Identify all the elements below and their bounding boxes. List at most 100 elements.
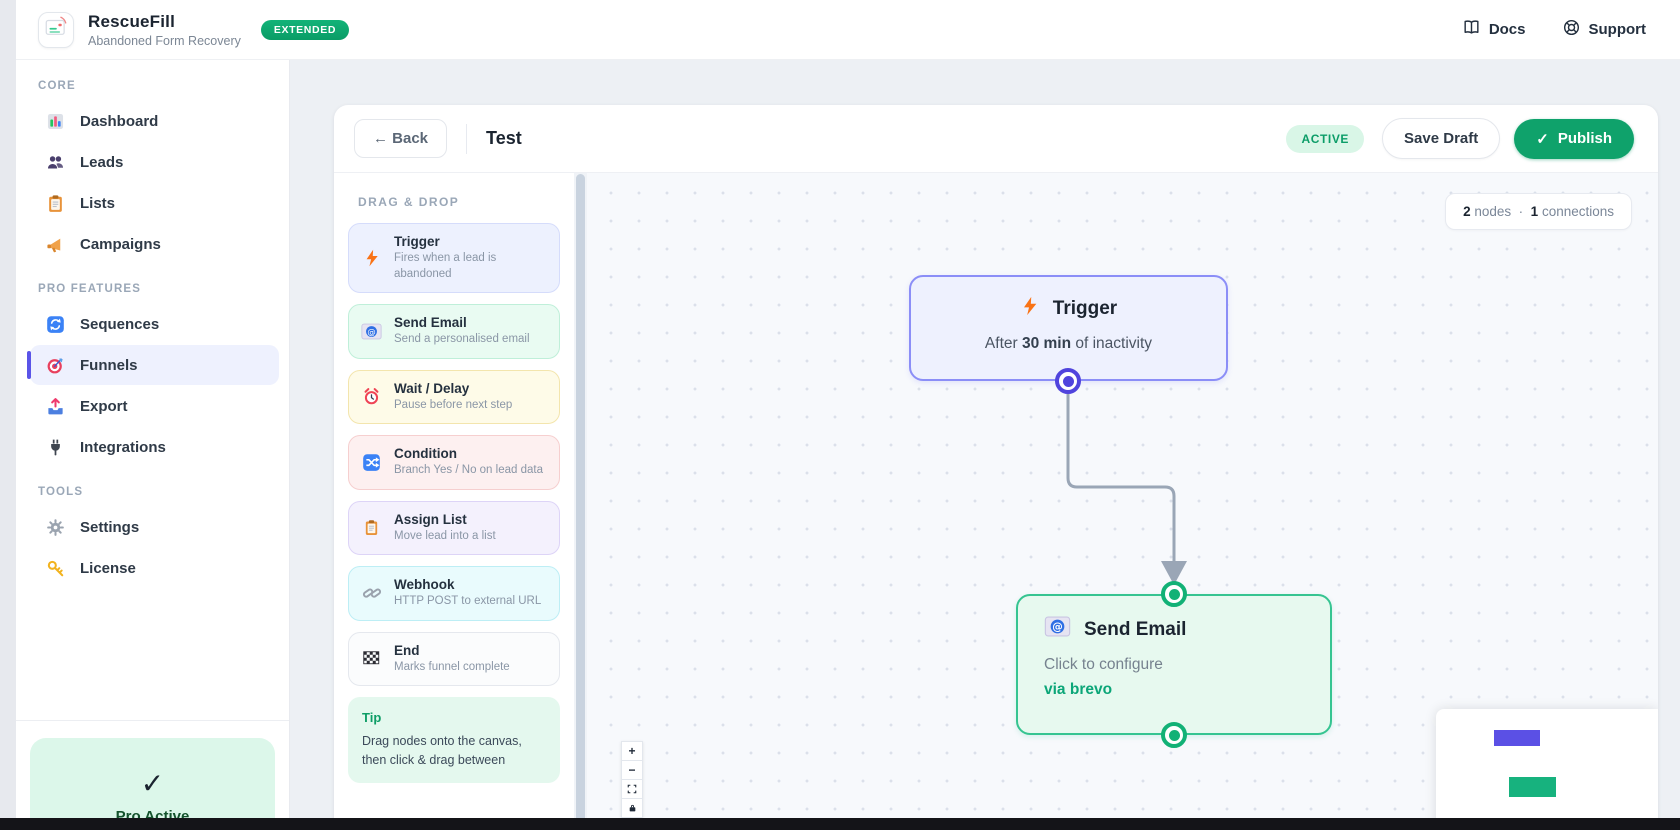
counter-separator: ·: [1511, 204, 1531, 219]
bolt-icon: [1020, 294, 1040, 324]
palette-scrollbar: [574, 173, 587, 830]
node-provider: via brevo: [1044, 681, 1113, 698]
gear-icon: [46, 518, 65, 537]
palette-item-end[interactable]: End Marks funnel complete: [348, 631, 560, 687]
app-title-block: RescueFill Abandoned Form Recovery: [88, 12, 241, 48]
sidebar-item-export[interactable]: Export: [30, 386, 279, 426]
sidebar-item-label: Campaigns: [80, 235, 161, 253]
node-configure-hint: Click to configure: [1044, 656, 1163, 673]
scrollbar-thumb[interactable]: [576, 174, 585, 830]
tip-card: Tip Drag nodes onto the canvas, then cli…: [348, 697, 560, 783]
sidebar-item-campaigns[interactable]: Campaigns: [30, 224, 279, 264]
email-source-handle[interactable]: [1161, 722, 1187, 748]
zoom-in-button[interactable]: +: [621, 741, 643, 761]
sidebar-item-settings[interactable]: Settings: [30, 507, 279, 547]
lock-button[interactable]: [621, 798, 643, 818]
alarm-clock-icon: [361, 387, 382, 406]
connections-label: connections: [1538, 204, 1614, 219]
sidebar-item-funnels[interactable]: Funnels: [27, 345, 279, 385]
edge-trigger-to-email[interactable]: [1066, 394, 1176, 563]
palette-item-title: End: [394, 642, 420, 658]
edge-arrowhead: [1161, 561, 1187, 585]
publish-label: Publish: [1557, 130, 1612, 147]
back-button[interactable]: ← Back: [354, 119, 448, 158]
support-link[interactable]: Support: [1562, 18, 1647, 41]
sidebar: CORE Dashboard Leads Lists Campaigns: [16, 60, 290, 830]
palette-item-desc: Branch Yes / No on lead data: [394, 464, 543, 477]
sidebar-item-label: Leads: [80, 153, 124, 171]
window-edge-strip: [0, 0, 16, 830]
sidebar-item-integrations[interactable]: Integrations: [30, 427, 279, 467]
app-logo: [38, 11, 74, 48]
node-title: Send Email: [1084, 618, 1187, 640]
megaphone-icon: [46, 235, 65, 254]
svg-text:@: @: [367, 326, 375, 336]
palette-item-desc: HTTP POST to external URL: [394, 595, 542, 608]
link-icon: [361, 583, 382, 603]
palette-item-assign-list[interactable]: Assign List Move lead into a list: [348, 500, 560, 556]
palette-item-send-email[interactable]: @ Send Email Send a personalised email: [348, 304, 560, 359]
palette-item-desc: Move lead into a list: [394, 529, 496, 542]
sidebar-item-license[interactable]: License: [30, 548, 279, 588]
minimap-node-email: [1509, 777, 1556, 797]
sidebar-item-dashboard[interactable]: Dashboard: [30, 101, 279, 141]
docs-link[interactable]: Docs: [1462, 18, 1526, 41]
sidebar-item-leads[interactable]: Leads: [30, 142, 279, 182]
palette-item-condition[interactable]: Condition Branch Yes / No on lead data: [348, 435, 560, 490]
node-subtitle: After 30 min of inactivity: [984, 335, 1153, 352]
app-header: RescueFill Abandoned Form Recovery EXTEN…: [16, 0, 1680, 60]
sidebar-item-sequences[interactable]: Sequences: [30, 304, 279, 344]
toolbar-divider: [466, 123, 468, 154]
canvas-node-trigger[interactable]: Trigger After 30 min of inactivity: [909, 275, 1228, 381]
arrows-cycle-icon: [46, 315, 65, 334]
canvas-node-send-email[interactable]: @ Send Email Click to configure via brev…: [1016, 594, 1332, 735]
sidebar-item-label: Sequences: [80, 315, 160, 333]
docs-label: Docs: [1488, 21, 1526, 38]
main-area: ← Back Test ACTIVE Save Draft ✓ Publish …: [290, 60, 1680, 830]
builder-toolbar: ← Back Test ACTIVE Save Draft ✓ Publish: [334, 105, 1658, 173]
life-ring-icon: [1562, 18, 1581, 41]
plug-icon: [46, 438, 65, 457]
zoom-out-button[interactable]: −: [621, 760, 643, 780]
app-name: RescueFill: [88, 11, 176, 31]
palette-heading: DRAG & DROP: [358, 195, 460, 209]
pro-active-card: ✓ Pro Active: [30, 738, 275, 830]
palette-item-desc: Pause before next step: [394, 398, 513, 411]
publish-button[interactable]: ✓ Publish: [1514, 118, 1634, 159]
trigger-source-handle[interactable]: [1055, 368, 1081, 394]
email-target-handle[interactable]: [1161, 581, 1187, 607]
node-title: Trigger: [1052, 298, 1118, 319]
funnel-builder-card: ← Back Test ACTIVE Save Draft ✓ Publish …: [334, 105, 1658, 830]
sidebar-item-lists[interactable]: Lists: [30, 183, 279, 223]
fit-view-button[interactable]: [621, 779, 643, 799]
flow-canvas[interactable]: 2 nodes · 1 connections Trigger After 30…: [587, 173, 1658, 830]
palette-item-title: Webhook: [394, 577, 455, 593]
support-label: Support: [1588, 21, 1647, 38]
book-icon: [1462, 18, 1481, 41]
minimap[interactable]: [1436, 709, 1658, 830]
rescuefill-logo-icon: [43, 14, 69, 45]
plan-badge: EXTENDED: [260, 19, 350, 40]
palette-item-title: Assign List: [394, 511, 467, 527]
palette-item-title: Trigger: [394, 234, 440, 249]
palette-item-desc: Send a personalised email: [394, 333, 530, 346]
bolt-icon: [361, 248, 382, 268]
window-bottom-bar: [0, 818, 1680, 830]
section-label-tools: TOOLS: [38, 486, 84, 498]
node-palette: DRAG & DROP Trigger Fires when a lead is…: [334, 173, 574, 830]
nodes-label: nodes: [1470, 204, 1512, 219]
key-icon: [46, 559, 65, 578]
funnel-title: Test: [486, 128, 522, 148]
sidebar-item-label: Export: [80, 397, 128, 415]
email-icon: @: [361, 323, 382, 340]
palette-item-trigger[interactable]: Trigger Fires when a lead is abandoned: [348, 223, 560, 294]
palette-item-webhook[interactable]: Webhook HTTP POST to external URL: [348, 566, 560, 621]
sidebar-item-label: Integrations: [80, 438, 166, 456]
checkered-flag-icon: [361, 651, 382, 666]
shuffle-icon: [361, 453, 382, 472]
tip-text: Drag nodes onto the canvas, then click &…: [362, 734, 522, 767]
check-icon: ✓: [140, 768, 165, 799]
palette-item-wait-delay[interactable]: Wait / Delay Pause before next step: [348, 369, 560, 425]
save-draft-button[interactable]: Save Draft: [1382, 118, 1501, 159]
